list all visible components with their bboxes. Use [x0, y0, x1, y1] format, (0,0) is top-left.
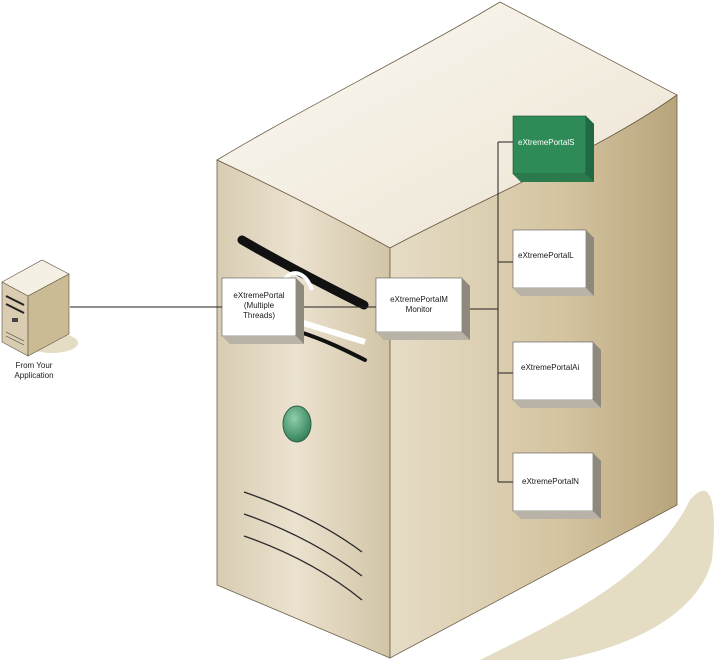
- box-extremeportalai-label: eXtremePortalAi: [521, 363, 579, 372]
- power-button: [282, 405, 312, 443]
- client-caption-line1: From Your: [16, 361, 53, 370]
- box-extremeportalai: eXtremePortalAi: [512, 341, 601, 408]
- box-extremeportals: eXtremePortalS: [512, 115, 594, 182]
- box-extremeportal-line2: (Multiple: [244, 301, 275, 310]
- drive-bay-slot: [237, 235, 369, 310]
- box-extremeportalm-monitor: eXtremePortalM Monitor: [375, 277, 470, 340]
- connectors: [70, 141, 513, 483]
- box-extremeportall: eXtremePortalL: [512, 229, 594, 296]
- box-extremeportal-line3: Threads): [243, 311, 275, 320]
- box-extremeportal: eXtremePortal (Multiple Threads): [221, 277, 304, 344]
- server-shadow: [480, 490, 714, 660]
- drive-bay-arc: [282, 271, 314, 291]
- box-extremeportals-label: eXtremePortalS: [518, 138, 574, 147]
- vent-lines: [243, 491, 363, 601]
- drive-bay-slot-lower: [299, 319, 366, 345]
- client-side: [27, 273, 70, 357]
- client-server-icon: [1, 259, 78, 357]
- box-monitor-line2: Monitor: [406, 305, 433, 314]
- client-caption-line2: Application: [14, 371, 53, 380]
- box-extremeportal-line1: eXtremePortal: [233, 291, 284, 300]
- box-extremeportall-label: eXtremePortalL: [518, 251, 574, 260]
- box-extremeportaln-label: eXtremePortalN: [522, 477, 579, 486]
- drive-bay-slot-lower-edge: [298, 330, 367, 362]
- box-extremeportaln: eXtremePortalN: [512, 452, 601, 519]
- box-monitor-line1: eXtremePortalM: [390, 295, 448, 304]
